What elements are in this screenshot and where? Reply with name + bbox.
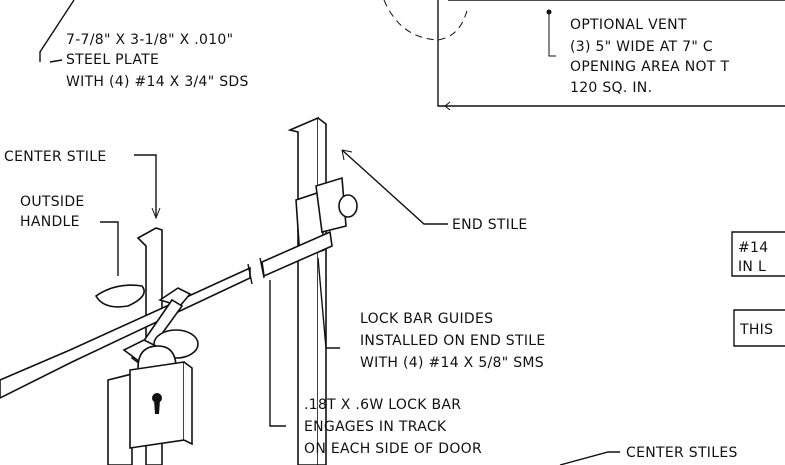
plate-note-line2: STEEL PLATE	[66, 52, 159, 68]
plate-note-line1: 7-7/8" X 3-1/8" X .010"	[66, 32, 233, 48]
end-stile-label: END STILE	[452, 217, 527, 233]
center-stile-lower	[107, 372, 133, 465]
note-box-2-line1: THIS	[739, 322, 773, 338]
lock-bar-guides-line1: LOCK BAR GUIDES	[360, 311, 493, 327]
lock-bar-leader	[269, 280, 286, 427]
outside-handle-label1: OUTSIDE	[20, 194, 85, 210]
outside-handle-leader	[100, 221, 119, 276]
padlock-shackle	[137, 345, 177, 369]
plate-note-line3: WITH (4) #14 X 3/4" SDS	[66, 74, 249, 90]
lock-bar-break	[247, 257, 265, 285]
lock-bar-line1: .18T X .6W LOCK BAR	[304, 397, 461, 413]
center-stile-label: CENTER STILE	[4, 149, 106, 165]
note-box-1-line1: #14	[738, 240, 768, 256]
plate-leader-tick	[49, 59, 63, 63]
lock-bar-left-segment	[0, 266, 251, 399]
vent-note-line1: OPTIONAL VENT	[570, 17, 687, 33]
lock-bar-guides-leader	[317, 257, 340, 349]
lock-bar-guide-right	[315, 176, 347, 233]
lock-bar-line2: ENGAGES IN TRACK	[304, 419, 447, 435]
center-stiles-leader	[559, 451, 620, 465]
vent-note-line3: OPENING AREA NOT T	[570, 59, 729, 75]
lock-bar-guides-line3: WITH (4) #14 X 5/8" SMS	[360, 355, 544, 371]
outside-handle-grip	[94, 284, 145, 308]
outside-handle-label2: HANDLE	[20, 214, 80, 230]
center-stile-arrow	[151, 207, 161, 220]
note-box-1-line2: IN L	[738, 259, 766, 275]
vent-arrow	[444, 101, 451, 111]
vent-dashed-arc	[383, 0, 469, 41]
note-box-2	[733, 309, 785, 347]
vent-frame	[437, 0, 785, 107]
guide-rivet	[338, 194, 358, 218]
center-stile-leader	[134, 154, 157, 216]
padlock-keyhole-slot	[154, 400, 160, 414]
lock-bar-guides-line2: INSTALLED ON END STILE	[360, 333, 546, 349]
plate-leader	[39, 0, 75, 62]
vent-note-line4: 120 SQ. IN.	[570, 80, 652, 96]
note-box-1	[731, 231, 785, 277]
center-stiles-label: CENTER STILES	[626, 445, 738, 461]
vent-note-line2: (3) 5" WIDE AT 7" C	[570, 39, 713, 55]
end-stile-arrow	[341, 149, 353, 161]
lock-bar-line3: ON EACH SIDE OF DOOR	[304, 441, 482, 457]
end-stile-leader	[341, 149, 448, 225]
vent-leader	[548, 12, 556, 57]
padlock-side	[183, 361, 193, 446]
